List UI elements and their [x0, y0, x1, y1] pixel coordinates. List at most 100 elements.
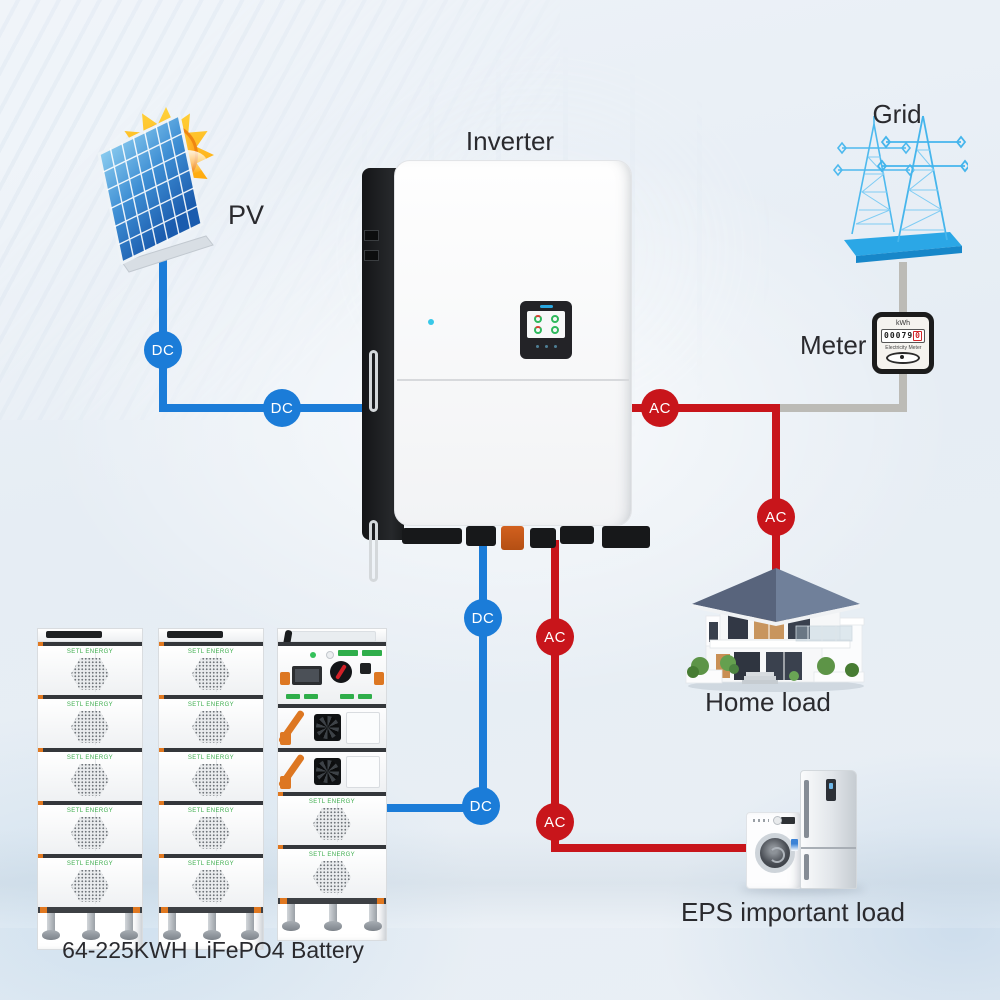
inverter-divider [397, 379, 629, 381]
status-led [310, 652, 316, 658]
washer-door [755, 833, 795, 873]
adjustable-foot [42, 913, 60, 945]
green-terminal [362, 650, 382, 656]
transmission-tower-icon [832, 115, 968, 263]
battery-module-label: SETL ENERGY [66, 755, 114, 761]
battery-feet [278, 904, 386, 940]
inverter-handle [369, 350, 378, 412]
pv-label: PV [228, 200, 265, 230]
battery-module: SETL ENERGY [159, 642, 263, 695]
inverter-connectors [396, 526, 650, 550]
battery-module: SETL ENERGY [278, 845, 386, 898]
control-top-bar [286, 631, 376, 642]
vent-hexagon-icon [191, 764, 231, 796]
inverter-pv-connector [501, 526, 524, 550]
battery-stack: SETL ENERGY SETL ENERGY SETL ENERGY SETL… [158, 628, 264, 950]
inverter-led [428, 319, 434, 325]
adjustable-foot [163, 913, 181, 945]
home-ac-line-vertical [772, 404, 780, 575]
appliance-shadow [740, 884, 865, 894]
green-terminal [304, 694, 318, 699]
battery-module: SETL ENERGY [38, 695, 142, 748]
inverter-connector-block [364, 230, 379, 241]
dc-badge-label: DC [151, 341, 175, 359]
gauge-icon [533, 326, 542, 335]
washer-display [781, 817, 795, 824]
inverter-nav-buttons [520, 345, 572, 348]
battery-module-label: SETL ENERGY [187, 861, 235, 867]
battery-top-plate [38, 629, 142, 642]
battery-module: SETL ENERGY [38, 854, 142, 907]
meter-digit-red: 0 [913, 331, 922, 341]
inverter-front-panel [394, 160, 632, 526]
meter-digits: 0 0 0 7 9 0 [881, 329, 925, 343]
green-terminal [340, 694, 354, 699]
battery-feet [38, 913, 142, 949]
dc-badge-label: DC [471, 609, 495, 627]
washing-machine-icon [746, 812, 802, 889]
adjustable-foot [241, 913, 259, 945]
inverter-ac-connector [602, 526, 650, 548]
inverter-handle [369, 520, 378, 582]
orange-connector [280, 672, 290, 685]
vent-hexagon-icon [191, 817, 231, 849]
grid-junction-line [776, 404, 907, 412]
ac-badge-label: AC [544, 628, 566, 646]
breaker-switch [360, 663, 371, 674]
inverter-device [362, 160, 650, 582]
ac-badge: AC [536, 618, 574, 656]
vent-hexagon-icon [70, 870, 110, 902]
home-load-label: Home load [705, 687, 831, 717]
converter-box [346, 712, 380, 744]
battery-top-plate [278, 629, 386, 661]
battery-base-frame [278, 898, 386, 904]
washer-energy-sticker [791, 839, 798, 851]
house-icon [685, 568, 865, 692]
ac-badge-label: AC [544, 813, 566, 831]
inverter-display [527, 311, 565, 338]
adjustable-foot [203, 913, 221, 945]
battery-module: SETL ENERGY [159, 748, 263, 801]
ac-badge: AC [536, 803, 574, 841]
vent-hexagon-icon [70, 658, 110, 690]
battery-dc-line-horizontal [383, 804, 487, 812]
dc-badge: DC [464, 599, 502, 637]
vent-hexagon-icon [70, 817, 110, 849]
eps-load-label: EPS important load [680, 897, 905, 927]
battery-module-label: SETL ENERGY [308, 852, 356, 858]
battery-module: SETL ENERGY [38, 748, 142, 801]
battery-top-plate [159, 629, 263, 642]
orange-connector [280, 776, 291, 789]
adjustable-foot [282, 904, 300, 936]
meter-digit: 9 [907, 331, 913, 340]
control-knob [326, 651, 334, 659]
battery-base-frame [159, 907, 263, 913]
battery-module-label: SETL ENERGY [187, 649, 235, 655]
control-screen [292, 666, 322, 685]
ac-badge-label: AC [765, 508, 787, 526]
battery-control-module [278, 642, 386, 704]
inverter-ac-line-horizontal [626, 404, 780, 412]
vent-hexagon-icon [312, 861, 352, 893]
ac-badge: AC [641, 389, 679, 427]
inverter-screen-brand [540, 305, 553, 308]
fridge-handle [804, 780, 809, 838]
inverter-connector [560, 526, 594, 544]
converter-box [346, 756, 380, 788]
solar-panel-icon [88, 95, 238, 280]
adjustable-foot [82, 913, 100, 945]
converter-module [277, 704, 386, 748]
battery-feet [159, 913, 263, 949]
meter-digit: 0 [889, 331, 895, 340]
adjustable-foot [364, 904, 382, 936]
inverter-connector [402, 528, 462, 544]
battery-module-label: SETL ENERGY [66, 649, 114, 655]
meter-dial [886, 352, 920, 364]
battery-module: SETL ENERGY [159, 854, 263, 907]
battery-dc-line-vertical [479, 540, 487, 812]
cooling-fan-icon [314, 758, 341, 785]
meter-digit: 0 [884, 331, 889, 340]
orange-connector [280, 732, 291, 745]
battery-control-stack: SETL ENERGY SETL ENERGY [277, 628, 387, 941]
converter-module [277, 748, 386, 792]
